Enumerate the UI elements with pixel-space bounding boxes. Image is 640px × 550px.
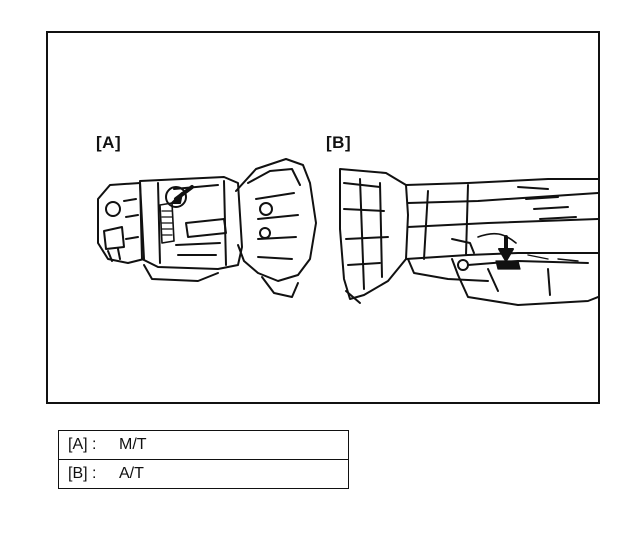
legend-key: [B] :: [68, 465, 97, 482]
manual-transmission-drawing: [97, 158, 317, 298]
legend-row: [A] : M/T: [58, 430, 349, 460]
legend-cell: [A] : M/T: [58, 430, 349, 460]
legend-value: M/T: [119, 436, 147, 453]
panel-a-label: [A]: [96, 133, 122, 152]
legend-key: [A] :: [68, 436, 97, 453]
figure-frame: [A] [B]: [46, 31, 600, 404]
transmission-drawings: [97, 158, 598, 306]
legend-value: A/T: [119, 465, 144, 482]
panel-b-label: [B]: [326, 133, 352, 152]
automatic-transmission-drawing: [339, 168, 598, 306]
legend-row: [B] : A/T: [58, 459, 349, 489]
legend-table: [A] : M/T [B] : A/T: [58, 430, 349, 489]
legend-cell: [B] : A/T: [58, 459, 349, 489]
